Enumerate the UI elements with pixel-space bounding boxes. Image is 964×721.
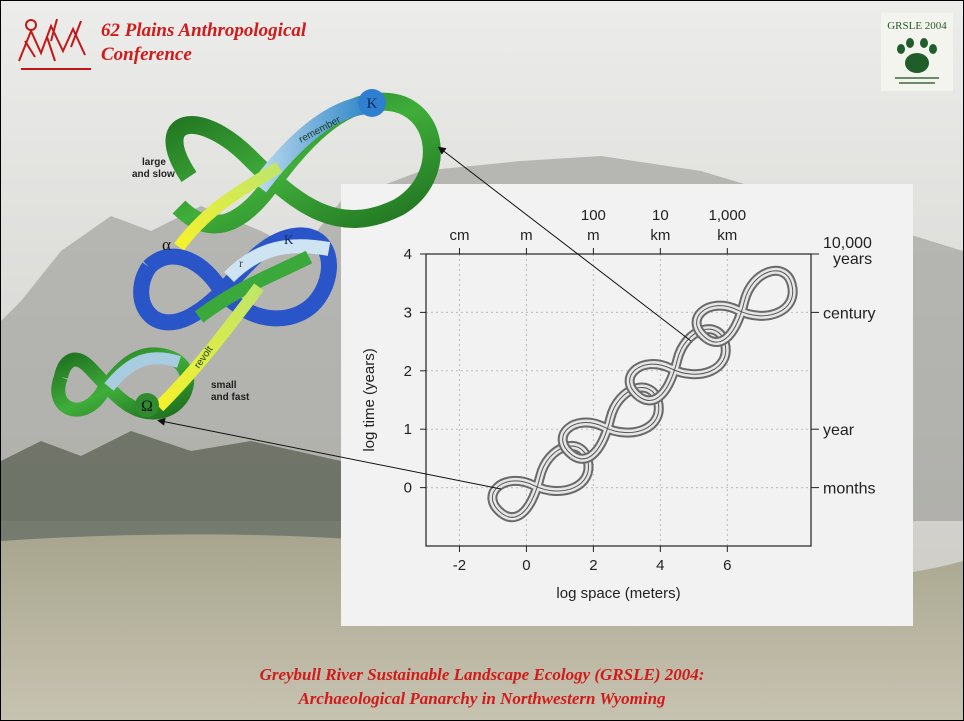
large-cycle-loop: K remember large and slow [132, 89, 441, 251]
panarchy-loops: K remember large and slow α K r Ω revolt… [51, 89, 441, 420]
right-axis-label: 10,000 [823, 235, 872, 252]
kappa-mid-label: K [284, 232, 294, 247]
large-label-1: large [142, 157, 166, 168]
small-label-2: and fast [211, 392, 250, 403]
arrow-large-cycle [437, 146, 692, 342]
y-tick-label: 1 [404, 421, 412, 438]
small-label-1: small [211, 380, 237, 391]
top-axis-label: m [520, 227, 533, 244]
kappa-top-node [358, 89, 386, 117]
x-tick-label: 2 [589, 557, 597, 574]
plot-frame [425, 253, 812, 547]
y-axis-label: log time (years) [361, 348, 378, 451]
x-tick-label: -2 [453, 557, 466, 574]
arrow-small-cycle [157, 417, 502, 490]
plains-conference-logo [18, 18, 91, 70]
x-tick-label: 6 [723, 557, 731, 574]
top-axis-label: 1,000 [709, 207, 747, 224]
footer-line-2: Archaeological Panarchy in Northwestern … [298, 689, 666, 708]
mid-r-label: r [239, 256, 243, 270]
right-axis-label: century [823, 305, 875, 322]
large-label-2: and slow [132, 169, 175, 180]
top-axis-label: 100 [581, 207, 606, 224]
x-tick-label: 4 [656, 557, 664, 574]
y-tick-label: 3 [404, 304, 412, 321]
chart-cycles [487, 265, 798, 523]
small-cycle-loop: Ω revolt small and fast [51, 283, 264, 420]
top-axis-label: km [650, 227, 670, 244]
footer-line-1: Greybull River Sustainable Landscape Eco… [259, 665, 705, 684]
alpha-label: α [162, 235, 171, 254]
top-axis-label: m [587, 227, 600, 244]
middle-cycle-loop: α K r [133, 227, 337, 331]
conference-title: 62 Plains Anthropological Conference [101, 19, 306, 67]
x-axis-label: log space (meters) [556, 585, 680, 602]
omega-label: Ω [141, 398, 153, 415]
right-axis-label: years [833, 251, 872, 268]
omega-node [135, 393, 159, 417]
y-tick-label: 0 [404, 480, 412, 497]
y-tick-label: 4 [404, 246, 412, 263]
grsle-logo: GRSLE 2004 [881, 13, 953, 91]
right-axis-label: months [823, 481, 875, 498]
adaptive-cycle-loop [691, 265, 798, 347]
right-axis-label: year [823, 422, 855, 439]
top-axis-label: cm [449, 227, 469, 244]
x-tick-label: 0 [522, 557, 530, 574]
title-line-2: Conference [101, 44, 192, 65]
chart-ticks: -2 0 2 4 6 0 1 2 3 4 cm m 100 m 10 km 1,000 km 10,000years… [404, 207, 876, 574]
y-tick-label: 2 [404, 363, 412, 380]
title-line-1: 62 Plains Anthropological [101, 20, 307, 41]
kappa-top-label: K [367, 96, 378, 112]
top-axis-label: km [717, 227, 737, 244]
grsle-logo-text: GRSLE 2004 [887, 20, 947, 32]
top-axis-label: 10 [652, 207, 669, 224]
chart-svg: -2 0 2 4 6 0 1 2 3 4 cm m 100 m 10 km 1,000 km 10,000years… [361, 207, 876, 602]
